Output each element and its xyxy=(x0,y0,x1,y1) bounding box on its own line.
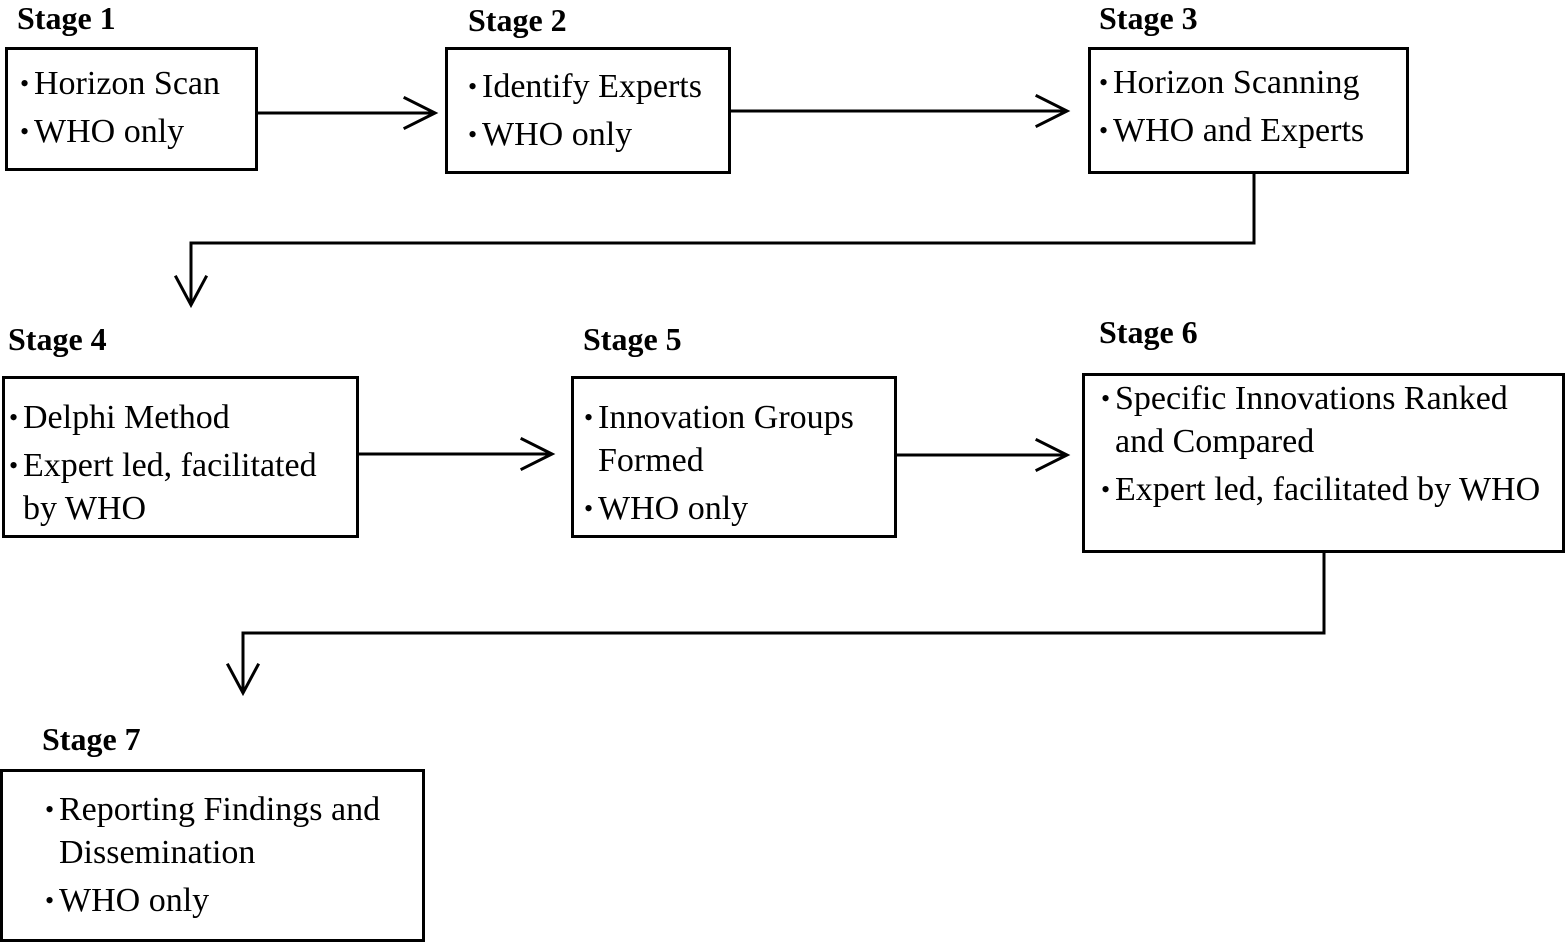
stage-4-item: Expert led, facilitated by WHO xyxy=(9,444,350,530)
stage-1-item: Horizon Scan xyxy=(20,62,247,105)
stage-6-list: Specific Innovations Ranked and Compared… xyxy=(1101,377,1558,511)
stage-1-item: WHO only xyxy=(20,110,247,153)
arrow-stage3-to-stage4 xyxy=(189,171,1256,305)
stage-1-box: Horizon Scan WHO only xyxy=(5,47,258,171)
stage-7-item: WHO only xyxy=(45,879,418,922)
stage-4-list: Delphi Method Expert led, facilitated by… xyxy=(9,396,350,530)
stage-4-title: Stage 4 xyxy=(8,321,107,357)
stage-7-list: Reporting Findings and Dissemination WHO… xyxy=(45,788,418,922)
stage-3-list: Horizon Scanning WHO and Experts xyxy=(1099,61,1402,152)
stage-2-list: Identify Experts WHO only xyxy=(468,65,724,156)
arrowhead-stage4 xyxy=(173,274,209,309)
arrowhead-stage2 xyxy=(402,95,439,131)
stage-3-item: WHO and Experts xyxy=(1099,109,1402,152)
arrowhead-stage7 xyxy=(225,662,261,697)
arrowhead-stage3 xyxy=(1034,93,1071,129)
stage-6-item: Expert led, facilitated by WHO xyxy=(1101,468,1558,511)
arrow-stage6-to-stage7 xyxy=(241,550,1326,693)
stage-6-item: Specific Innovations Ranked and Compared xyxy=(1101,377,1558,463)
arrowhead-stage6 xyxy=(1034,437,1071,473)
stage-1-list: Horizon Scan WHO only xyxy=(20,62,247,153)
stage-5-item: WHO only xyxy=(584,487,890,530)
stage-1-title: Stage 1 xyxy=(17,0,116,36)
stage-7-item: Reporting Findings and Dissemination xyxy=(45,788,418,874)
stage-7-box: Reporting Findings and Dissemination WHO… xyxy=(0,769,425,942)
stage-5-item: Innovation Groups Formed xyxy=(584,396,890,482)
stage-4-box: Delphi Method Expert led, facilitated by… xyxy=(2,376,359,538)
stage-4-item: Delphi Method xyxy=(9,396,350,439)
stage-3-item: Horizon Scanning xyxy=(1099,61,1402,104)
stage-5-box: Innovation Groups Formed WHO only xyxy=(571,376,897,538)
stage-3-box: Horizon Scanning WHO and Experts xyxy=(1088,47,1409,174)
stage-6-box: Specific Innovations Ranked and Compared… xyxy=(1082,373,1565,553)
arrowhead-stage5 xyxy=(519,436,556,472)
stage-2-item: Identify Experts xyxy=(468,65,724,108)
stage-3-title: Stage 3 xyxy=(1099,0,1198,36)
stage-7-title: Stage 7 xyxy=(42,721,141,757)
stage-2-box: Identify Experts WHO only xyxy=(445,47,731,174)
stage-5-list: Innovation Groups Formed WHO only xyxy=(584,396,890,530)
stage-5-title: Stage 5 xyxy=(583,321,682,357)
stage-2-title: Stage 2 xyxy=(468,2,567,38)
stage-2-item: WHO only xyxy=(468,113,724,156)
stage-6-title: Stage 6 xyxy=(1099,314,1198,350)
